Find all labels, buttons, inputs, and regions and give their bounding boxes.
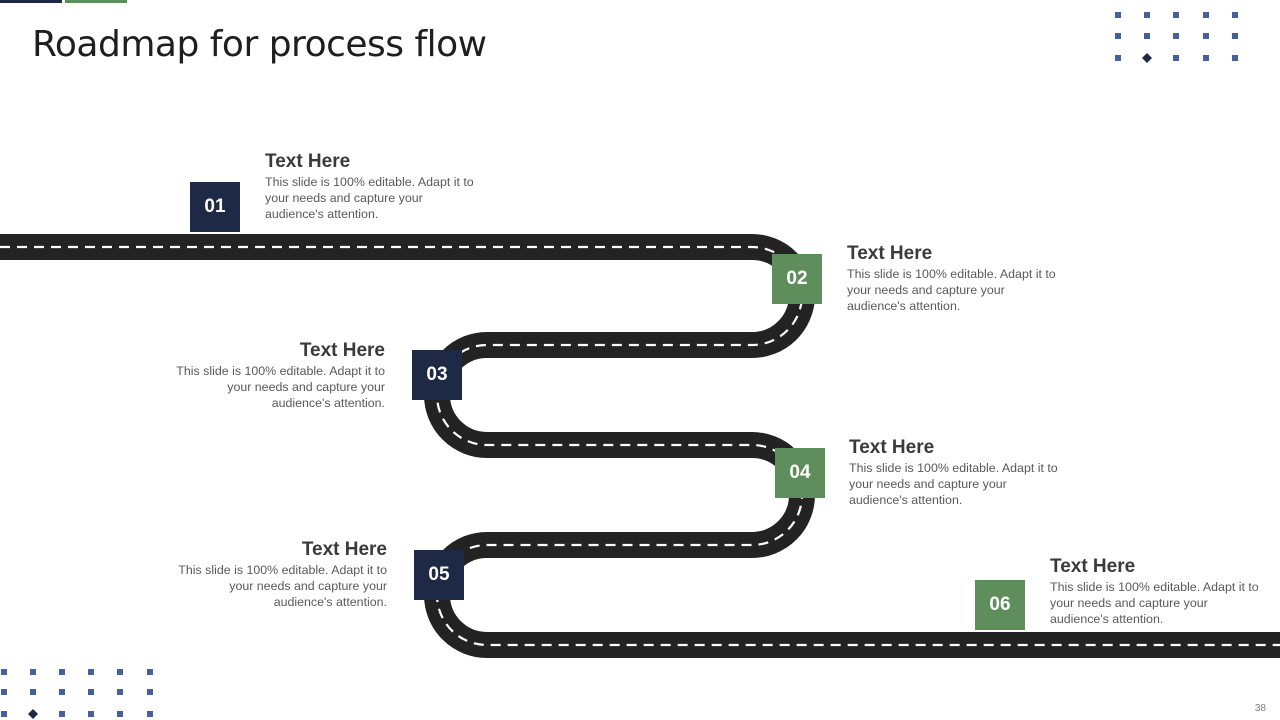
top-accent-bar-navy <box>0 0 62 3</box>
step-number: 06 <box>989 594 1011 615</box>
step-badge-06: 06 <box>975 580 1025 630</box>
step-description: This slide is 100% editable. Adapt it to… <box>847 267 1056 313</box>
road-center-dash <box>0 245 1280 647</box>
page-number: 38 <box>1254 703 1266 714</box>
step-number: 02 <box>786 268 808 289</box>
step-badge-02: 02 <box>772 254 822 304</box>
diamond-icon <box>1142 53 1152 63</box>
step-heading: Text Here <box>849 437 935 458</box>
diamond-icon <box>28 709 38 719</box>
step-number: 01 <box>204 196 226 217</box>
step-text-03: Text Here This slide is 100% editable. A… <box>170 340 385 411</box>
top-accent-bar-green <box>65 0 127 3</box>
step-description: This slide is 100% editable. Adapt it to… <box>1050 580 1259 626</box>
step-badge-05: 05 <box>414 550 464 600</box>
step-description: This slide is 100% editable. Adapt it to… <box>265 175 474 221</box>
step-heading: Text Here <box>1050 556 1136 577</box>
step-description: This slide is 100% editable. Adapt it to… <box>178 563 387 609</box>
step-text-05: Text Here This slide is 100% editable. A… <box>172 539 387 610</box>
step-text-06: Text Here This slide is 100% editable. A… <box>1050 556 1265 627</box>
step-heading: Text Here <box>847 243 933 264</box>
dot-grid-top-right-icon <box>1115 12 1238 63</box>
step-text-02: Text Here This slide is 100% editable. A… <box>847 243 1062 314</box>
step-number: 05 <box>428 564 450 585</box>
step-badge-03: 03 <box>412 350 462 400</box>
step-description: This slide is 100% editable. Adapt it to… <box>849 461 1058 507</box>
step-heading: Text Here <box>265 151 351 172</box>
step-number: 03 <box>426 364 448 385</box>
step-heading: Text Here <box>299 340 385 361</box>
step-badge-01: 01 <box>190 182 240 232</box>
step-heading: Text Here <box>301 539 387 560</box>
slide-title: Roadmap for process flow <box>32 24 487 65</box>
step-description: This slide is 100% editable. Adapt it to… <box>176 364 385 410</box>
dot-grid-bottom-left-icon <box>1 669 153 719</box>
step-text-04: Text Here This slide is 100% editable. A… <box>849 437 1064 508</box>
step-number: 04 <box>789 462 811 483</box>
step-badge-04: 04 <box>775 448 825 498</box>
step-text-01: Text Here This slide is 100% editable. A… <box>265 151 480 222</box>
